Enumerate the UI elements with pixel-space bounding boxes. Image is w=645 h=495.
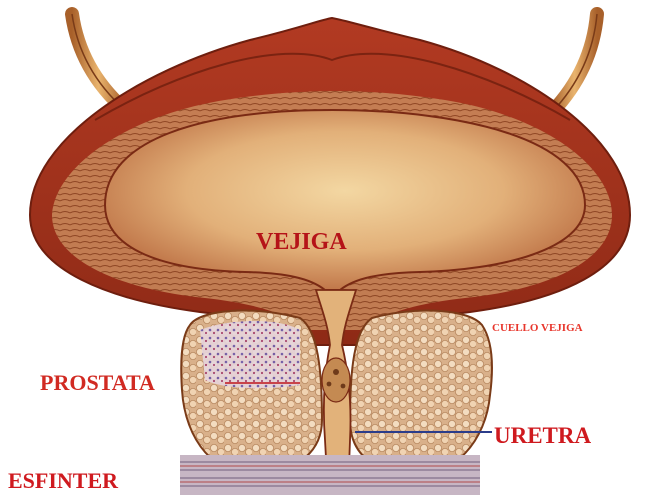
label-prostata: PROSTATA — [40, 372, 155, 394]
label-uretra: URETRA — [494, 424, 591, 447]
label-esfinter: ESFINTER — [8, 470, 118, 492]
ureter-right — [552, 14, 597, 112]
label-vejiga: VEJIGA — [256, 230, 347, 254]
prostate-left-lobe — [181, 311, 322, 476]
label-cuello-vejiga: CUELLO VEJIGA — [492, 323, 583, 334]
prostate-right-lobe — [350, 311, 492, 476]
ureter-left — [72, 14, 125, 110]
sphincter-muscle — [180, 455, 480, 495]
